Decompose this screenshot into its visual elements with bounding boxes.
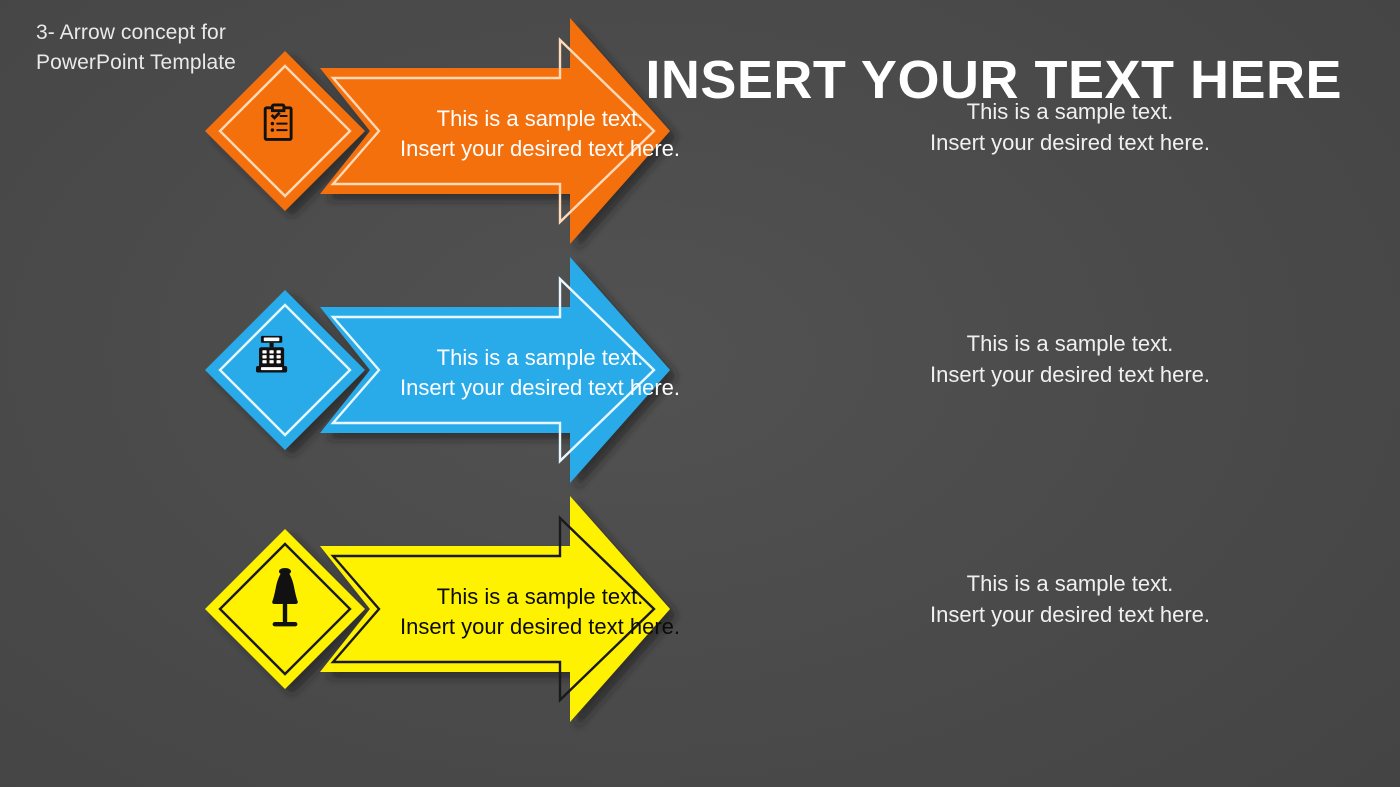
side-text-blue: This is a sample text. Insert your desir… xyxy=(929,331,1211,388)
arrow-row-blue: This is a sample text. Insert your desir… xyxy=(0,257,1400,535)
slide-caption: 3- Arrow concept for PowerPoint Template xyxy=(36,21,236,75)
side-text-orange: This is a sample text. Insert your desir… xyxy=(929,99,1211,156)
side-text-yellow: This is a sample text. Insert your desir… xyxy=(929,571,1211,628)
diamond-inner-outline-blue xyxy=(218,303,352,437)
arrow-graphic-orange[interactable]: This is a sample text. Insert your desir… xyxy=(170,18,790,296)
arrow-inner-outline-blue xyxy=(330,276,656,464)
arrow-graphic-yellow[interactable]: This is a sample text. Insert your desir… xyxy=(170,496,790,774)
arrow-inner-outline-yellow xyxy=(330,515,656,703)
clipboard-checklist-icon xyxy=(263,103,293,141)
arrow-row-orange: This is a sample text. Insert your desir… xyxy=(0,18,1400,296)
cash-register-icon xyxy=(256,335,288,373)
dress-form-mannequin-icon xyxy=(272,568,298,627)
diamond-inner-outline-orange xyxy=(218,64,352,198)
diamond-inner-outline-yellow xyxy=(218,542,352,676)
arrow-shape-yellow xyxy=(320,496,670,722)
arrow-inner-outline-orange xyxy=(330,37,656,225)
arrow-graphic-blue[interactable]: This is a sample text. Insert your desir… xyxy=(170,257,790,535)
page-title: INSERT YOUR TEXT HERE xyxy=(645,50,1342,111)
arrow-shape-blue xyxy=(320,257,670,483)
arrow-row-yellow: This is a sample text. Insert your desir… xyxy=(0,496,1400,774)
arrow-shape-orange xyxy=(320,18,670,244)
